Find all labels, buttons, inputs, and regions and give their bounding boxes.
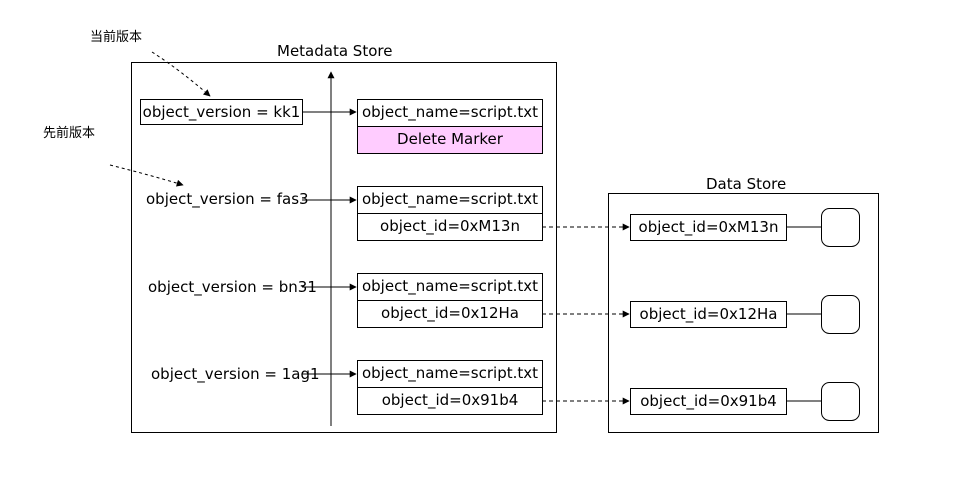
previous-version-annotation: 先前版本 [43,126,96,141]
object-name-cell: object_name=script.txt [357,186,543,214]
version-label-1ag1: object_version = 1ag1 [151,365,320,383]
metadata-store-title: Metadata Store [277,42,393,60]
object-name-cell: object_name=script.txt [357,273,543,301]
current-version-annotation: 当前版本 [90,30,143,45]
data-object-box: object_id=0x91b4 [630,388,787,415]
object-id-cell: object_id=0x91b4 [357,387,543,415]
object-id-cell: object_id=0x12Ha [357,300,543,328]
delete-marker-cell: Delete Marker [357,126,543,154]
data-store-container [608,193,879,433]
version-label-bn31: object_version = bn31 [148,278,317,296]
metadata-store-container [131,62,557,433]
storage-blob-0x91b4 [821,382,860,421]
data-object-box: object_id=0xM13n [630,214,787,241]
storage-blob-0x12Ha [821,295,860,334]
storage-blob-0xM13n [821,208,860,247]
current-version-pointer [151,51,211,97]
object-name-cell: object_name=script.txt [357,360,543,388]
version-label-fas3: object_version = fas3 [146,190,309,208]
object-id-cell: object_id=0xM13n [357,213,543,241]
previous-version-pointer [109,164,184,187]
object-name-cell: object_name=script.txt [357,99,543,127]
current-version-box: object_version = kk1 [140,99,303,125]
data-store-title: Data Store [706,175,787,193]
data-object-box: object_id=0x12Ha [630,301,787,328]
